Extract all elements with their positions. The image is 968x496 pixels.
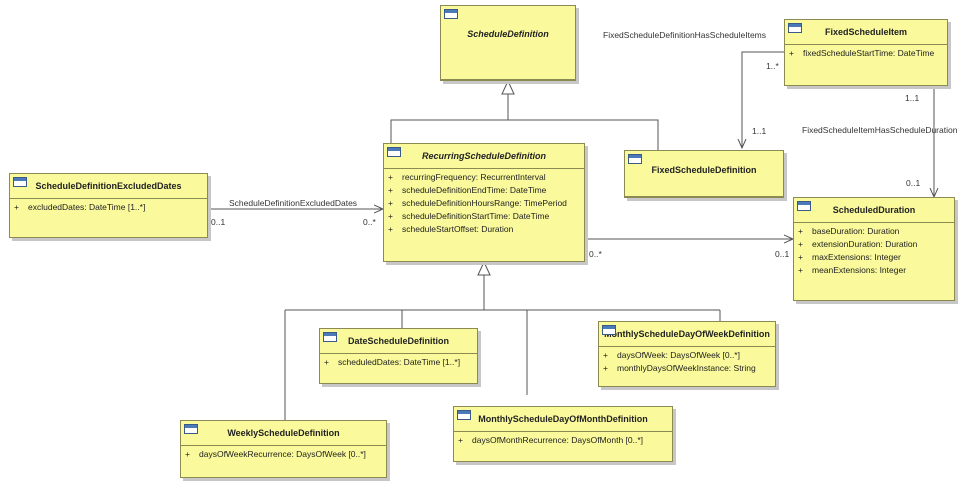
attribute-row: +scheduleStartOffset: Duration [388,224,514,234]
association-name-excluded-dates: ScheduleDefinitionExcludedDates [229,198,358,208]
multiplicity-label: 1..1 [752,126,767,136]
class-name: MonthlyScheduleDayOfWeekDefinition [604,329,770,339]
class-header: DateScheduleDefinition [320,329,477,354]
class-icon [628,154,642,164]
association-name-has-duration: FixedScheduleItemHasScheduleDuration [802,125,958,135]
attribute-list: +recurringFrequency: RecurrentInterval +… [384,169,584,238]
class-monthly-schedule-day-of-week-definition[interactable]: MonthlyScheduleDayOfWeekDefinition +days… [598,321,776,387]
class-header: RecurringScheduleDefinition [384,144,584,169]
class-name: DateScheduleDefinition [347,336,449,346]
class-icon [602,325,616,335]
attribute-list: +baseDuration: Duration +extensionDurati… [794,223,954,279]
class-icon [387,147,401,157]
attribute-row: +monthlyDaysOfWeekInstance: String [603,363,756,373]
class-date-schedule-definition[interactable]: DateScheduleDefinition +scheduledDates: … [319,328,478,384]
class-recurring-schedule-definition[interactable]: RecurringScheduleDefinition +recurringFr… [383,143,585,262]
multiplicity-label: 1..* [766,61,779,71]
attribute-row: +baseDuration: Duration [798,226,900,236]
attribute-row: +maxExtensions: Integer [798,252,901,262]
class-name: WeeklyScheduleDefinition [227,428,340,438]
class-icon [788,23,802,33]
attribute-row: +scheduleDefinitionHoursRange: TimePerio… [388,198,567,208]
multiplicity-label: 0..1 [211,217,226,227]
class-header: WeeklyScheduleDefinition [181,421,386,446]
class-name: FixedScheduleDefinition [651,164,757,175]
generalization-arrowhead [501,79,515,95]
generalization-connector [390,94,659,150]
attribute-row: +scheduleDefinitionEndTime: DateTime [388,185,547,195]
attribute-row: +excludedDates: DateTime [1..*] [14,202,146,212]
multiplicity-label: 1..1 [905,93,920,103]
class-schedule-definition[interactable]: ScheduleDefinition [440,5,576,81]
class-icon [323,332,337,342]
multiplicity-label: 0..* [589,249,602,259]
attribute-row: +scheduledDates: DateTime [1..*] [324,357,461,367]
class-header: MonthlyScheduleDayOfMonthDefinition [454,407,672,432]
class-icon [457,410,471,420]
attribute-row: +extensionDuration: Duration [798,239,918,249]
attribute-row: +fixedScheduleStartTime: DateTime [789,48,935,58]
class-header: ScheduledDuration [794,198,954,223]
attribute-list: +daysOfMonthRecurrence: DaysOfMonth [0..… [454,432,672,449]
multiplicity-label: 0..1 [906,178,921,188]
association-has-items-line [742,52,784,148]
class-icon [13,177,27,187]
class-schedule-definition-excluded-dates[interactable]: ScheduleDefinitionExcludedDates +exclude… [9,173,208,238]
attribute-list: +fixedScheduleStartTime: DateTime [785,45,947,62]
multiplicity-label: 0..* [363,217,376,227]
class-name: ScheduledDuration [832,205,916,215]
multiplicity-label: 0..1 [775,249,790,259]
attribute-row: +daysOfWeek: DaysOfWeek [0..*] [603,350,740,360]
class-name: ScheduleDefinitionExcludedDates [35,181,182,191]
class-name: MonthlyScheduleDayOfMonthDefinition [478,414,648,424]
attribute-list: +daysOfWeek: DaysOfWeek [0..*] +monthlyD… [599,347,775,377]
class-header: FixedScheduleDefinition [625,151,783,197]
class-icon [184,424,198,434]
attribute-row: +recurringFrequency: RecurrentInterval [388,172,546,182]
class-monthly-schedule-day-of-month-definition[interactable]: MonthlyScheduleDayOfMonthDefinition +day… [453,406,673,462]
class-fixed-schedule-definition[interactable]: FixedScheduleDefinition [624,150,784,198]
class-header: ScheduleDefinitionExcludedDates [10,174,207,199]
attribute-list: +daysOfWeekRecurrence: DaysOfWeek [0..*] [181,446,386,463]
generalization-connector [284,275,721,420]
class-icon [444,9,458,19]
class-fixed-schedule-item[interactable]: FixedScheduleItem +fixedScheduleStartTim… [784,19,948,86]
class-name: RecurringScheduleDefinition [421,151,546,161]
attribute-row: +daysOfMonthRecurrence: DaysOfMonth [0..… [458,435,644,445]
class-weekly-schedule-definition[interactable]: WeeklyScheduleDefinition +daysOfWeekRecu… [180,420,387,478]
class-icon [797,201,811,211]
class-header: FixedScheduleItem [785,20,947,45]
class-header: MonthlyScheduleDayOfWeekDefinition [599,322,775,347]
class-header: ScheduleDefinition [441,6,575,80]
attribute-row: +scheduleDefinitionStartTime: DateTime [388,211,550,221]
generalization-arrowhead [477,260,491,276]
class-name: FixedScheduleItem [824,27,908,37]
association-name-has-items: FixedScheduleDefinitionHasScheduleItems [603,30,767,40]
attribute-row: +meanExtensions: Integer [798,265,907,275]
attribute-list: +scheduledDates: DateTime [1..*] [320,354,477,371]
class-name: ScheduleDefinition [467,28,549,39]
attribute-row: +daysOfWeekRecurrence: DaysOfWeek [0..*] [185,449,366,459]
attribute-list: +excludedDates: DateTime [1..*] [10,199,207,216]
class-scheduled-duration[interactable]: ScheduledDuration +baseDuration: Duratio… [793,197,955,301]
